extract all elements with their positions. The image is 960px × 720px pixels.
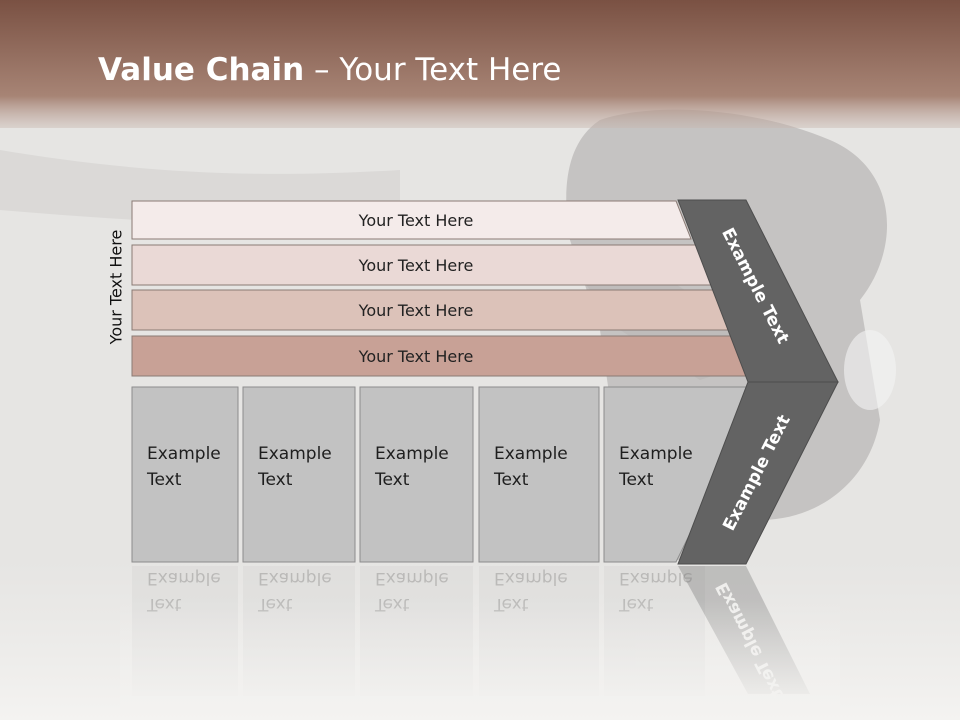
- reflection-fade: [120, 600, 840, 710]
- column-reflection-line1: Example: [494, 568, 568, 588]
- column-reflection-line1: Example: [147, 568, 221, 588]
- column-4: [478, 386, 600, 563]
- column-reflection-line1: Example: [375, 568, 449, 588]
- band-1: [131, 200, 692, 240]
- slide-title: Value Chain – Your Text Here: [98, 52, 561, 88]
- column-reflection-line1: Example: [258, 568, 332, 588]
- column-label-line1: Example: [494, 444, 568, 464]
- column-5: [603, 386, 763, 563]
- column-label-line2: Text: [374, 470, 410, 490]
- column-3: [359, 386, 474, 563]
- column-label-line2: Text: [146, 470, 182, 490]
- band-label: Your Text Here: [358, 211, 474, 230]
- title-bold: Value Chain: [98, 52, 305, 88]
- column-1: [131, 386, 239, 563]
- column-2: [242, 386, 356, 563]
- header-band: [0, 0, 960, 128]
- column-label-line1: Example: [619, 444, 693, 464]
- title-rest: – Your Text Here: [304, 52, 562, 88]
- column-label-line1: Example: [375, 444, 449, 464]
- column-label-line1: Example: [258, 444, 332, 464]
- column-label-line2: Text: [257, 470, 293, 490]
- column-label-line1: Example: [147, 444, 221, 464]
- column-label-line2: Text: [618, 470, 654, 490]
- column-label-line2: Text: [493, 470, 529, 490]
- band-label: Your Text Here: [358, 347, 474, 366]
- column-reflection-line1: Example: [619, 568, 693, 588]
- band-label: Your Text Here: [358, 301, 474, 320]
- chevron-lower: [677, 381, 839, 565]
- band-label: Your Text Here: [358, 256, 474, 275]
